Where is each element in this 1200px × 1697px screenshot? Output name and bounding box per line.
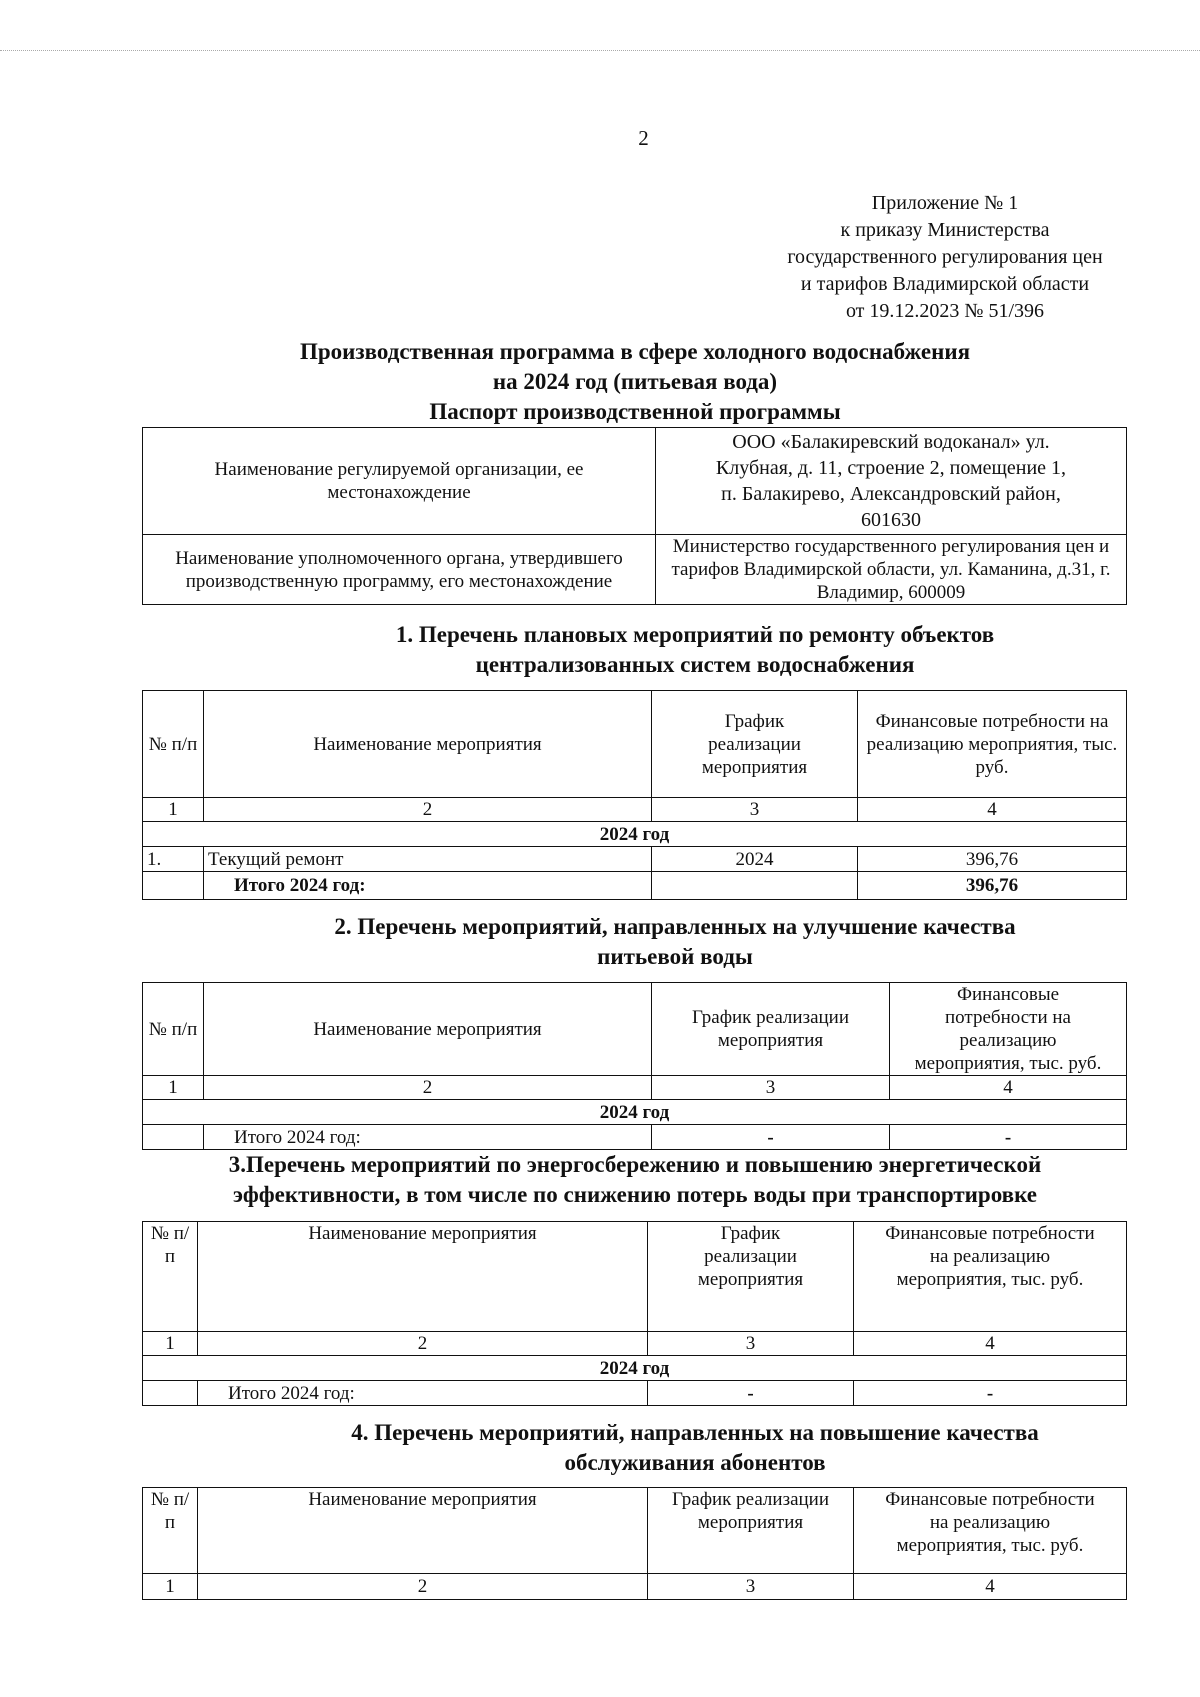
- document-title: Производственная программа в сфере холод…: [140, 337, 1130, 427]
- total-schedule: -: [651, 1124, 890, 1150]
- col-num-header: № п/п: [142, 982, 204, 1076]
- year-label: 2024 год: [142, 1099, 1127, 1125]
- heading-line: 1. Перечень плановых мероприятий по ремо…: [395, 622, 995, 647]
- appendix-block: Приложение № 1 к приказу Министерства го…: [720, 190, 1170, 325]
- col-finance-header: Финансовые потребности на реализацию мер…: [853, 1221, 1127, 1332]
- index-cell: 4: [853, 1573, 1127, 1600]
- col-name-header: Наименование мероприятия: [197, 1487, 648, 1574]
- section2-table: № п/п Наименование мероприятия График ре…: [142, 982, 1127, 1150]
- index-cell: 1: [142, 1075, 204, 1100]
- index-cell: 4: [857, 797, 1127, 822]
- total-label: Итого 2024 год:: [197, 1380, 648, 1406]
- col-name-header: Наименование мероприятия: [197, 1221, 648, 1332]
- index-cell: 3: [647, 1573, 854, 1600]
- index-cell: 1: [142, 1331, 198, 1356]
- passport-value: ООО «Балакиревский водоканал» ул. Клубна…: [655, 427, 1127, 535]
- total-row: Итого 2024 год: - -: [142, 1124, 1127, 1150]
- col-num-header: № п/п: [142, 1487, 198, 1574]
- passport-label: Наименование регулируемой организации, е…: [142, 427, 656, 535]
- section3-heading: 3.Перечень мероприятий по энергосбережен…: [140, 1150, 1130, 1210]
- section4-heading: 4. Перечень мероприятий, направленных на…: [200, 1418, 1190, 1478]
- col-num-header: № п/п: [142, 1221, 198, 1332]
- index-cell: 1: [142, 1573, 198, 1600]
- year-row: 2024 год: [142, 1355, 1127, 1381]
- total-schedule: -: [647, 1380, 854, 1406]
- passport-table: Наименование регулируемой организации, е…: [142, 427, 1127, 605]
- heading-line: 3.Перечень мероприятий по энергосбережен…: [228, 1152, 1042, 1177]
- header-row: № п/п Наименование мероприятия График ре…: [142, 1487, 1127, 1574]
- row-schedule: 2024: [651, 846, 858, 872]
- scan-edge-line: [0, 50, 1200, 51]
- heading-line: централизованных систем водоснабжения: [475, 652, 915, 677]
- col-schedule-header: График реализации мероприятия: [651, 690, 858, 798]
- col-name-header: Наименование мероприятия: [203, 982, 652, 1076]
- col-schedule-header: График реализации мероприятия: [651, 982, 890, 1076]
- table-row: 1. Текущий ремонт 2024 396,76: [142, 846, 1127, 872]
- section1-heading: 1. Перечень плановых мероприятий по ремо…: [200, 620, 1190, 680]
- heading-line: эффективности, в том числе по снижению п…: [233, 1182, 1037, 1207]
- index-cell: 2: [203, 797, 652, 822]
- index-cell: 3: [651, 797, 858, 822]
- appendix-line: Приложение № 1: [871, 192, 1019, 214]
- col-num-header: № п/п: [142, 690, 204, 798]
- total-value: -: [889, 1124, 1127, 1150]
- title-line: Производственная программа в сфере холод…: [299, 339, 971, 364]
- col-finance-header: Финансовые потребности на реализацию мер…: [857, 690, 1127, 798]
- year-row: 2024 год: [142, 821, 1127, 847]
- col-name-header: Наименование мероприятия: [203, 690, 652, 798]
- row-finance: 396,76: [857, 846, 1127, 872]
- header-row: № п/п Наименование мероприятия График ре…: [142, 1221, 1127, 1332]
- heading-line: обслуживания абонентов: [564, 1450, 826, 1475]
- appendix-line: государственного регулирования цен: [787, 246, 1103, 268]
- index-cell: 3: [651, 1075, 890, 1100]
- header-row: № п/п Наименование мероприятия График ре…: [142, 690, 1127, 798]
- passport-value: Министерство государственного регулирова…: [655, 534, 1127, 605]
- header-row: № п/п Наименование мероприятия График ре…: [142, 982, 1127, 1076]
- passport-row: Наименование уполномоченного органа, утв…: [142, 534, 1127, 605]
- index-cell: 4: [853, 1331, 1127, 1356]
- index-cell: 4: [889, 1075, 1127, 1100]
- page-number: 2: [638, 126, 649, 150]
- col-schedule-header: График реализации мероприятия: [647, 1221, 854, 1332]
- title-line: на 2024 год (питьевая вода): [492, 369, 778, 394]
- total-value: 396,76: [857, 871, 1127, 900]
- heading-line: 2. Перечень мероприятий, направленных на…: [334, 914, 1016, 939]
- total-label: Итого 2024 год:: [203, 1124, 652, 1150]
- total-row: Итого 2024 год: - -: [142, 1380, 1127, 1406]
- index-cell: 2: [197, 1573, 648, 1600]
- col-schedule-header: График реализации мероприятия: [647, 1487, 854, 1574]
- row-name: Текущий ремонт: [203, 846, 652, 872]
- section2-heading: 2. Перечень мероприятий, направленных на…: [180, 912, 1170, 972]
- passport-label: Наименование уполномоченного органа, утв…: [142, 534, 656, 605]
- col-finance-header: Финансовые потребности на реализацию мер…: [889, 982, 1127, 1076]
- section1-table: № п/п Наименование мероприятия График ре…: [142, 690, 1127, 900]
- row-num: 1.: [142, 846, 204, 872]
- appendix-line: к приказу Министерства: [840, 219, 1050, 241]
- section3-table: № п/п Наименование мероприятия График ре…: [142, 1221, 1127, 1406]
- total-value: -: [853, 1380, 1127, 1406]
- passport-title: Паспорт производственной программы: [429, 399, 841, 424]
- heading-line: питьевой воды: [597, 944, 753, 969]
- index-cell: 2: [203, 1075, 652, 1100]
- total-row: Итого 2024 год: 396,76: [142, 871, 1127, 900]
- year-label: 2024 год: [142, 821, 1127, 847]
- passport-row: Наименование регулируемой организации, е…: [142, 427, 1127, 535]
- year-row: 2024 год: [142, 1099, 1127, 1125]
- year-label: 2024 год: [142, 1355, 1127, 1381]
- section4-table: № п/п Наименование мероприятия График ре…: [142, 1487, 1127, 1600]
- index-cell: 1: [142, 797, 204, 822]
- index-cell: 2: [197, 1331, 648, 1356]
- total-label: Итого 2024 год:: [203, 871, 652, 900]
- heading-line: 4. Перечень мероприятий, направленных на…: [351, 1420, 1039, 1445]
- appendix-line: от 19.12.2023 № 51/396: [845, 300, 1045, 322]
- index-cell: 3: [647, 1331, 854, 1356]
- col-finance-header: Финансовые потребности на реализацию мер…: [853, 1487, 1127, 1574]
- appendix-line: и тарифов Владимирской области: [800, 273, 1090, 295]
